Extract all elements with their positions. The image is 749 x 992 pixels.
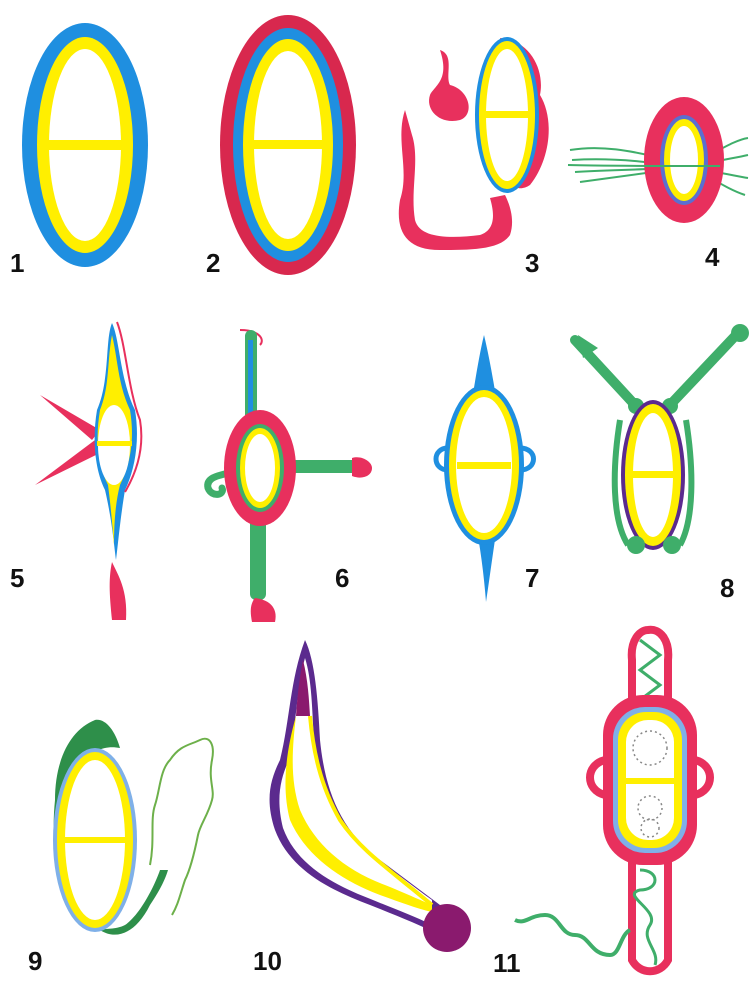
label-11: 11 [493,950,521,976]
label-8: 8 [720,575,734,601]
label-4: 4 [705,244,719,270]
spore-9 [53,720,213,935]
spore-2 [220,15,356,275]
spore-11 [515,630,710,971]
spore-8 [575,324,749,554]
label-9: 9 [28,948,42,974]
spore-7 [436,335,534,602]
spore-1 [22,23,148,267]
spore-3 [399,37,549,250]
label-5: 5 [10,565,24,591]
spore-10 [270,640,471,952]
spore-4 [568,97,748,223]
label-3: 3 [525,250,539,276]
label-2: 2 [206,250,220,276]
label-1: 1 [10,250,24,276]
label-7: 7 [525,565,539,591]
label-6: 6 [335,565,349,591]
label-10: 10 [253,948,282,974]
spore-5 [35,322,141,620]
